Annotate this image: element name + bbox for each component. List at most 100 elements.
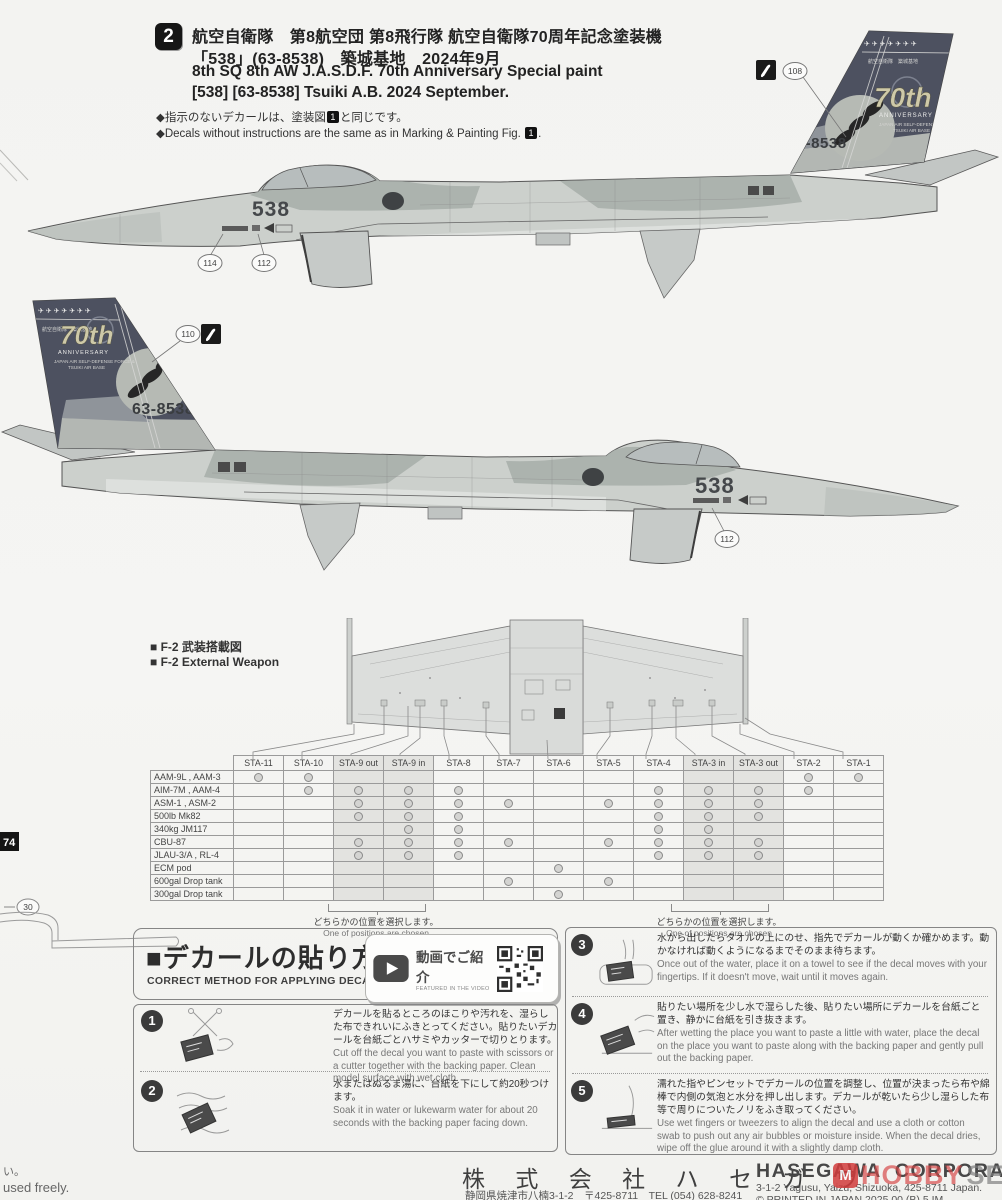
- weapon-label: 500lb Mk82: [150, 809, 234, 823]
- weapon-cell: [683, 770, 734, 784]
- weapon-cell: [283, 809, 334, 823]
- station-mark: [254, 773, 263, 783]
- weapon-row: JLAU-3/A , RL-4: [150, 848, 884, 862]
- weapon-cell: [333, 887, 384, 901]
- station-header: STA-3 in: [683, 755, 734, 771]
- weapon-cell: [433, 796, 484, 810]
- callouts: 114 112 108: [197, 60, 847, 272]
- station-mark: [604, 799, 613, 809]
- fuselage-top-view: [509, 619, 584, 755]
- weapon-cell: [483, 783, 534, 797]
- watermark-word-2: SEARCH: [966, 1160, 1002, 1190]
- stencil-decals: [693, 495, 767, 505]
- weapon-cell: [283, 770, 334, 784]
- step-text: 水またはぬるま湯に、台紙を下にして約20秒つけます。 Soak it in wa…: [333, 1079, 550, 1129]
- weapon-cell: [683, 783, 734, 797]
- callout-112: 112: [720, 534, 734, 544]
- station-mark: [704, 825, 713, 835]
- weapon-cell: [733, 822, 784, 836]
- decal-steps-right-box: [565, 927, 997, 1155]
- weapon-cell: [383, 848, 434, 862]
- hobbysearch-logo-icon: M: [833, 1163, 858, 1188]
- tail-caption-1: JAPAN AIR SELF-DEFENSE FORCE &: [54, 359, 135, 364]
- weapon-cell: [383, 796, 434, 810]
- station-mark: [354, 812, 363, 822]
- weapon-label: 340kg JM117: [150, 822, 234, 836]
- weapon-cell: [233, 848, 284, 862]
- company-address-jp: 静岡県焼津市八楠3-1-2 〒425-8711 TEL (054) 628-82…: [465, 1190, 743, 1200]
- station-mark: [804, 773, 813, 783]
- weapon-cell: [583, 887, 634, 901]
- station-mark: [704, 838, 713, 848]
- weapon-cell: [533, 770, 584, 784]
- weapon-label: JLAU-3/A , RL-4: [150, 848, 234, 862]
- station-mark: [404, 799, 413, 809]
- title-en-1: 8th SQ 8th AW J.A.S.D.F. 70th Anniversar…: [192, 63, 603, 80]
- tail-number: 63-8538: [132, 401, 194, 418]
- weapons-table-corner: [150, 755, 234, 771]
- station-header: STA-1: [833, 755, 884, 771]
- weapon-cell: [433, 783, 484, 797]
- note-en: ◆Decals without instructions are the sam…: [156, 127, 542, 140]
- weapon-cell: [233, 861, 284, 875]
- step-3-sketch: [599, 939, 653, 985]
- weapon-cell: [483, 848, 534, 862]
- aircraft-profile-left-side: ✈ ✈ ✈ ✈ ✈ ✈ ✈ 航空自衛隊 築城基地 70th ANNIVERSAR…: [0, 297, 960, 571]
- weapon-cell: [233, 770, 284, 784]
- station-mark: [354, 838, 363, 848]
- weapon-cell: [533, 887, 584, 901]
- station-header: STA-2: [783, 755, 834, 771]
- stabilator: [864, 149, 1000, 186]
- station-mark: [454, 786, 463, 796]
- step-text: デカールを貼るところのほこりや汚れを、湿らした布できれいにふきとってください。貼…: [333, 1009, 558, 1085]
- weapon-label: 300gal Drop tank: [150, 887, 234, 901]
- weapon-cell: [233, 887, 284, 901]
- station-mark: [454, 825, 463, 835]
- station-mark: [754, 812, 763, 822]
- weapon-cell: [483, 861, 534, 875]
- tail-art-70th: ✈ ✈ ✈ ✈ ✈ ✈ ✈ 航空自衛隊 築城基地 70th ANNIVERSAR…: [788, 31, 953, 173]
- station-mark: [654, 838, 663, 848]
- weapon-cell: [633, 809, 684, 823]
- weapon-stations-diagram: [252, 618, 844, 760]
- tail-anniversary: ANNIVERSARY: [879, 113, 933, 119]
- station-mark: [754, 799, 763, 809]
- weapon-cell: [333, 835, 384, 849]
- weapon-cell: [483, 809, 534, 823]
- callout-112: 112: [257, 258, 271, 268]
- station-mark: [454, 799, 463, 809]
- station-mark: [704, 812, 713, 822]
- station-mark: [454, 812, 463, 822]
- weapon-cell: [433, 770, 484, 784]
- station-header: STA-7: [483, 755, 534, 771]
- station-header: STA-10: [283, 755, 334, 771]
- paint-icon: [201, 324, 221, 344]
- weapon-cell: [733, 861, 784, 875]
- weapon-cell: [783, 887, 834, 901]
- weapon-cell: [633, 835, 684, 849]
- weapon-cell: [833, 887, 884, 901]
- camouflage: [106, 446, 958, 516]
- weapon-cell: [383, 822, 434, 836]
- part-number-box: [0, 832, 19, 851]
- weapon-cell: [333, 822, 384, 836]
- title-jp-1: 航空自衛隊 第8航空団 第8飛行隊 航空自衛隊70周年記念塗装機: [192, 29, 663, 46]
- station-mark: [404, 812, 413, 822]
- pylon-stubs: [380, 699, 716, 709]
- weapon-cell: [683, 809, 734, 823]
- weapon-cell: [433, 861, 484, 875]
- weapon-cell: [783, 874, 834, 888]
- decal-guide-title-en: CORRECT METHOD FOR APPLYING DECALS: [147, 975, 384, 987]
- weapon-row: AAM-9L , AAM-3: [150, 770, 884, 784]
- station-mark: [504, 877, 513, 887]
- station-mark: [804, 786, 813, 796]
- company-name-jp: 株 式 会 社 ハ セ ガ ワ: [462, 1166, 871, 1192]
- weapon-cell: [733, 809, 784, 823]
- callout-108: 108: [788, 66, 802, 76]
- weapon-cell: [383, 809, 434, 823]
- weapon-cell: [383, 861, 434, 875]
- tail-number: 63-8538: [788, 135, 847, 152]
- tail-band-jp: 航空自衛隊 築城基地: [42, 326, 92, 333]
- station-mark: [704, 799, 713, 809]
- station-header: STA-11: [233, 755, 284, 771]
